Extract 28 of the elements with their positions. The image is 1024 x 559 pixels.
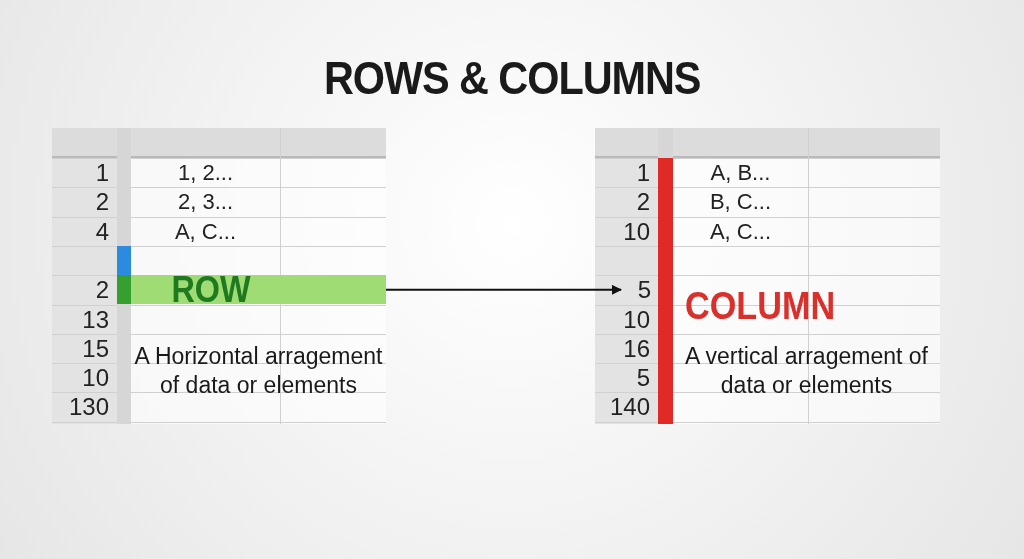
row-number: 1: [635, 158, 650, 187]
description: A Horizontal arragement of data or elements: [133, 341, 384, 400]
column-heading: COLUMN: [685, 287, 836, 326]
row-number: 5: [595, 275, 651, 305]
cell-text: 1, 2...: [176, 159, 234, 187]
cell-text: A, C...: [173, 217, 238, 246]
row-number: 1: [94, 158, 109, 187]
cell-text: 2, 3...: [176, 188, 234, 217]
title: ROWS & COLUMNS: [323, 51, 701, 106]
row-number: 10: [622, 304, 650, 334]
row-number: 2: [94, 275, 109, 305]
row-number: 4: [94, 216, 109, 246]
cell-text: B, C...: [708, 188, 773, 217]
row-number: 15: [81, 333, 109, 363]
highlighted-row: ROW: [117, 275, 386, 305]
arrow: [385, 284, 622, 295]
row-number: 140: [608, 392, 650, 422]
row-number: 13: [81, 304, 109, 334]
cell-text: A, B...: [709, 159, 772, 187]
row-number: 16: [622, 333, 650, 363]
row-number: 5: [635, 363, 650, 393]
row-number: 2: [635, 187, 650, 217]
row-number: 2: [94, 187, 109, 217]
row-number: 130: [67, 392, 109, 422]
description: A vertical arragement of data or elements: [684, 341, 929, 400]
row-number: 10: [622, 216, 650, 246]
row-number: 10: [81, 363, 109, 393]
cell-text: A, C...: [708, 217, 773, 246]
